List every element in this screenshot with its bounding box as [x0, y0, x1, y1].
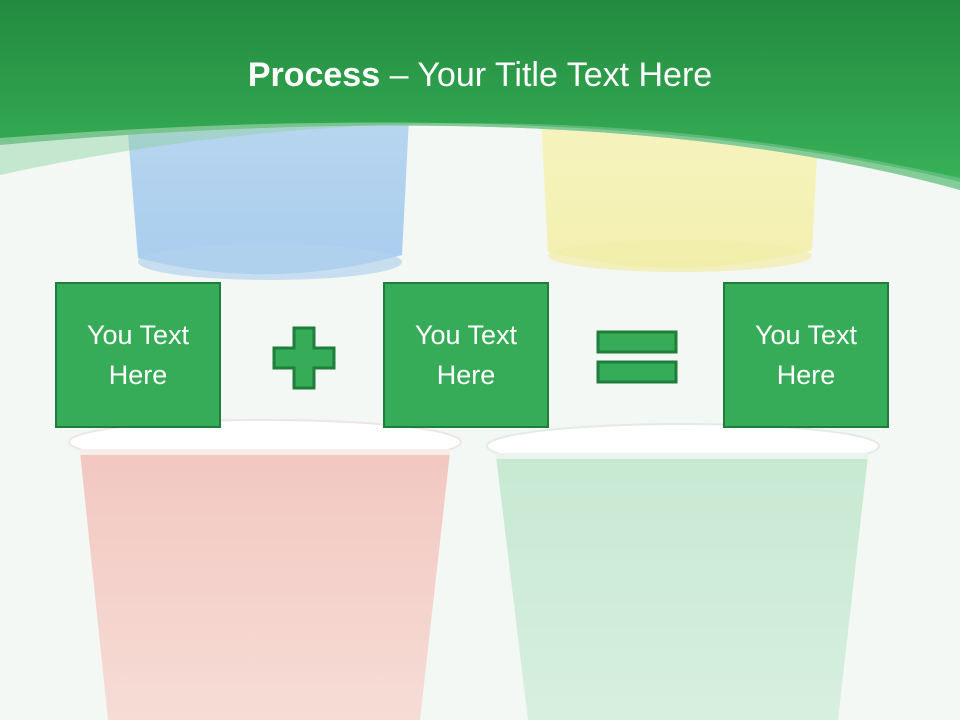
title-text: Your Title Text Here	[417, 56, 713, 94]
plus-icon	[272, 326, 336, 390]
slide-title: Process – Your Title Text Here	[0, 52, 960, 98]
red-cup-image	[68, 419, 462, 720]
process-box-3[interactable]: You Text Here	[723, 282, 889, 428]
process-box-1[interactable]: You Text Here	[55, 282, 221, 428]
title-dash: –	[389, 56, 409, 94]
title-bold: Process	[247, 56, 381, 94]
header-band	[0, 0, 960, 190]
equals-icon	[596, 330, 678, 384]
process-box-2[interactable]: You Text Here	[383, 282, 549, 428]
process-box-2-label: You Text Here	[414, 320, 518, 390]
process-box-1-label: You Text Here	[86, 320, 190, 390]
process-box-3-label: You Text Here	[754, 320, 858, 390]
green-cup-image	[486, 423, 880, 720]
